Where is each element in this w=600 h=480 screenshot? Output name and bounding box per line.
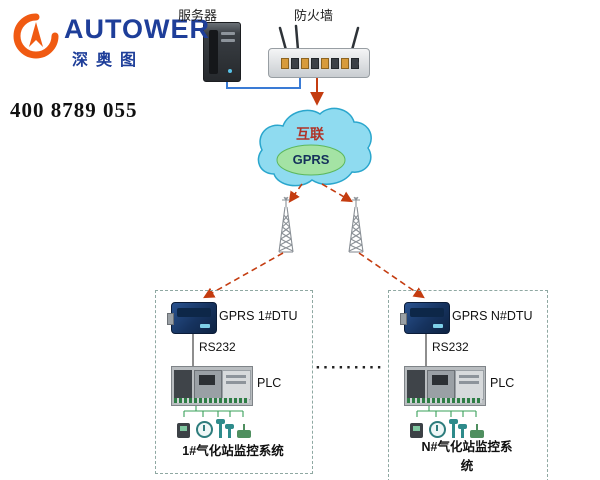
sensor-icon (410, 423, 423, 438)
gprs-label: GPRS (292, 152, 330, 167)
sensor-icon (449, 419, 458, 438)
dtu-face (177, 308, 211, 317)
link-dtu-plc (192, 332, 427, 366)
system-label-n-text: N#气化站监控系统 (421, 440, 513, 473)
server-icon (203, 22, 241, 82)
gprs-dtu-icon (400, 302, 450, 334)
system-label-n: N#气化站监控系统 (391, 438, 543, 476)
plc-label: PLC (257, 376, 282, 390)
plc-module (222, 370, 251, 400)
dtu-pin (433, 324, 443, 328)
firewall-ports (281, 58, 359, 69)
plc-icon (404, 366, 486, 406)
plc-module (407, 370, 425, 398)
sensor-icon (216, 419, 225, 438)
sensor-row (177, 416, 251, 438)
server-bay (209, 30, 218, 74)
dtu-pin (200, 324, 210, 328)
link-plc-sensors (183, 404, 477, 417)
server-slot (221, 39, 235, 42)
station-box-1 (155, 290, 313, 474)
sensor-icon (225, 424, 234, 438)
firewall-antenna-icon (278, 24, 360, 52)
dtu-port (167, 313, 174, 325)
brand-subtitle: 深奥图 (72, 52, 145, 69)
sensor-icon (177, 423, 190, 438)
autower-logo-icon (13, 13, 59, 59)
gprs-dtu-icon (167, 302, 217, 334)
serial-label: RS232 (432, 340, 469, 354)
antenna-tower-icon (278, 196, 364, 253)
ellipsis-separator: ········· (315, 358, 385, 377)
sensor-icon (237, 424, 251, 438)
sensor-icon (196, 421, 213, 438)
dtu-face (410, 308, 444, 317)
cloud-label: 互联 (296, 126, 324, 142)
sensor-icon (429, 421, 446, 438)
plc-terminals (407, 398, 482, 403)
serial-label: RS232 (199, 340, 236, 354)
link-cloud-antennas (288, 183, 353, 203)
dtu-label: GPRS N#DTU (452, 309, 533, 323)
plc-label: PLC (490, 376, 515, 390)
dtu-port (400, 313, 407, 325)
server-led (228, 69, 232, 73)
sensor-icon (470, 424, 484, 438)
link-server-firewall (226, 77, 301, 89)
brand-name: AUTOWER (64, 14, 210, 44)
plc-terminals (174, 398, 249, 403)
plc-module (455, 370, 484, 400)
dtu-label: GPRS 1#DTU (219, 309, 298, 323)
plc-module (194, 370, 222, 400)
server-label: 服务器 (178, 8, 218, 23)
plc-module (174, 370, 192, 398)
system-label-1: 1#气化站监控系统 (182, 444, 284, 458)
gprs-ellipse (276, 144, 346, 176)
station-box-n (388, 290, 548, 480)
firewall-label: 防火墙 (294, 8, 334, 23)
firewall-icon (268, 48, 370, 78)
sensor-row (410, 416, 484, 438)
sensor-icon (458, 424, 467, 438)
phone-number: 400 8789 055 (10, 98, 138, 122)
server-slot (221, 32, 235, 35)
plc-module (427, 370, 455, 400)
link-antennas-dtu (203, 252, 425, 299)
firewall-led (354, 61, 359, 66)
plc-icon (171, 366, 253, 406)
